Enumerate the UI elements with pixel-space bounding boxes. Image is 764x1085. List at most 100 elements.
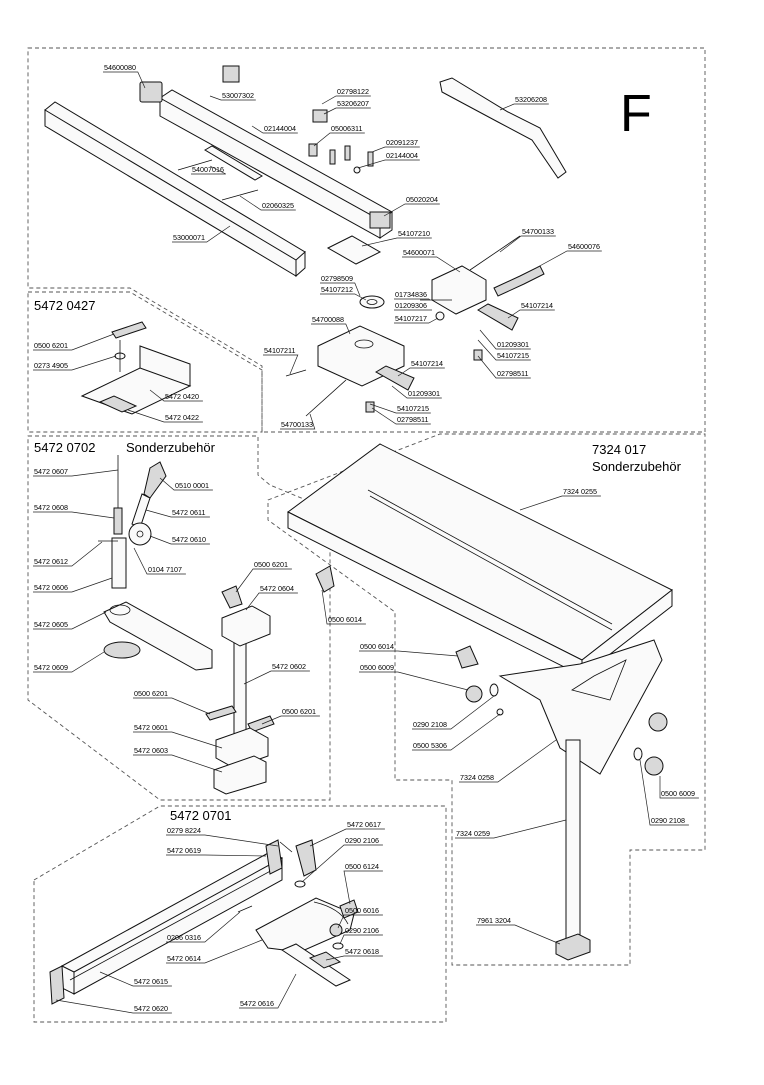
part-label-l70: 0500 6124 [345,862,379,871]
top-section-parts [44,65,567,417]
part-label-l61: 7324 0258 [460,773,494,782]
part-label-l15: 54700133 [522,227,554,236]
group-title-5472-0427: 5472 0427 [34,298,95,313]
leader-line-l04 [323,107,371,115]
leader-line-l67 [166,834,279,847]
end-plate-5472-0619 [265,839,283,875]
part-label-l19: 54107212 [321,285,353,294]
part-label-l26: 54107215 [497,351,529,360]
leader-line-l03 [321,95,371,105]
part-label-l78: 5472 0620 [134,1004,168,1013]
leader-line-l40 [33,511,115,519]
part-label-l42: 5472 0610 [172,535,206,544]
part-label-l04: 53206207 [337,99,369,108]
leader-line-l11 [239,195,296,211]
leader-line-l69 [166,854,267,857]
screw-02060325 [221,189,259,201]
leader-line-l23 [507,309,555,319]
washer-0290-2108-a [489,683,499,697]
screw-0206-0316 [237,905,253,913]
part-label-l55: 7324 0255 [563,487,597,496]
lever-54107214-b [375,365,415,391]
fence-groove [69,867,277,981]
part-label-l35: 0273 4905 [34,361,68,370]
leader-line-l48 [33,611,107,630]
part-label-l74: 5472 0614 [167,954,201,963]
boundary-5472-0702 [27,435,331,801]
end-cap-54600080 [139,81,163,103]
bracket-7324-0258 [498,639,663,775]
part-label-l07: 05006311 [331,124,362,133]
boundary-5472-0701 [33,805,447,1023]
part-label-l02: 53007302 [222,91,254,100]
part-label-l39: 0510 0001 [175,481,209,490]
group-7324-017-parts [287,443,673,961]
group-note-7324-017: Sonderzubehör [592,459,682,474]
part-label-l69: 5472 0619 [167,846,201,855]
part-label-l41: 5472 0611 [172,508,205,517]
bar-5472-0616 [280,943,352,987]
leader-line-l71 [337,914,383,929]
part-label-l47: 5472 0604 [260,584,294,593]
leader-line-l44 [133,547,186,575]
part-label-l53: 5472 0601 [134,723,168,732]
leader-line-l66 [309,828,385,847]
clamp-53206207 [312,109,328,123]
part-label-l63: 0290 2108 [651,816,685,825]
part-label-l11: 02060325 [262,201,294,210]
leader-line-l22 [394,317,439,324]
leader-line-l56 [321,589,366,625]
plate-54007016 [204,145,263,181]
part-label-l59: 0290 2108 [413,720,447,729]
part-label-l54: 5472 0603 [134,746,168,755]
part-label-l76: 5472 0615 [134,977,168,986]
part-label-l08: 02091237 [386,138,418,147]
leader-line-l29 [397,367,445,377]
leader-line-l61 [459,739,557,783]
wheel-hub [136,530,144,538]
leader-line-l60 [412,713,501,751]
part-label-l29: 54107214 [411,359,443,368]
leader-line-l16 [402,256,461,273]
part-label-l72: 0206 0316 [167,933,201,942]
plate-5472-0422 [98,395,138,413]
pin-54107211 [285,369,307,377]
part-label-l65: 7961 3204 [477,916,511,925]
part-label-l05: 53206208 [515,95,547,104]
holder-5472-0606 [111,537,127,589]
part-label-l17: 54600076 [568,242,600,251]
leader-line-l06 [251,125,298,134]
leader-line-l46 [235,568,292,593]
part-label-l13: 53000071 [173,233,205,242]
part-label-l56: 0500 6014 [328,615,362,624]
pulley-5472-0609 [103,641,141,659]
leader-line-l52 [261,715,320,725]
part-label-l45: 5472 0606 [34,583,68,592]
protractor-scale [313,901,349,925]
part-label-l52: 0500 6201 [282,707,316,716]
part-label-l18: 02798509 [321,274,353,283]
leader-line-l73 [339,934,383,945]
leader-line-l50 [243,670,310,685]
leader-line-l38 [33,469,119,477]
group-5472-0702-parts [98,455,275,795]
part-label-l36: 5472 0420 [165,392,199,401]
part-label-l03: 02798122 [337,87,369,96]
arm-boss [109,604,131,616]
washer-0290-2108-b [633,747,643,761]
leader-line-l41 [145,509,210,518]
washer-0290-2106-b [332,942,344,950]
rod-54700133-top [469,235,521,271]
leader-line-l01 [103,71,146,89]
part-label-l43: 5472 0612 [34,557,68,566]
leader-line-l64 [455,819,567,839]
leader-line-l53 [133,731,223,749]
group-5472-0701-parts [49,839,359,1005]
leader-line-l68 [301,844,383,883]
part-label-l67: 0279 8224 [167,826,201,835]
table-groove [367,489,613,625]
boundary-7324-017 [267,433,706,966]
washer-0290-2106-a [294,880,306,888]
part-label-l58: 0500 6009 [360,663,394,672]
leader-line-l34 [33,333,115,351]
